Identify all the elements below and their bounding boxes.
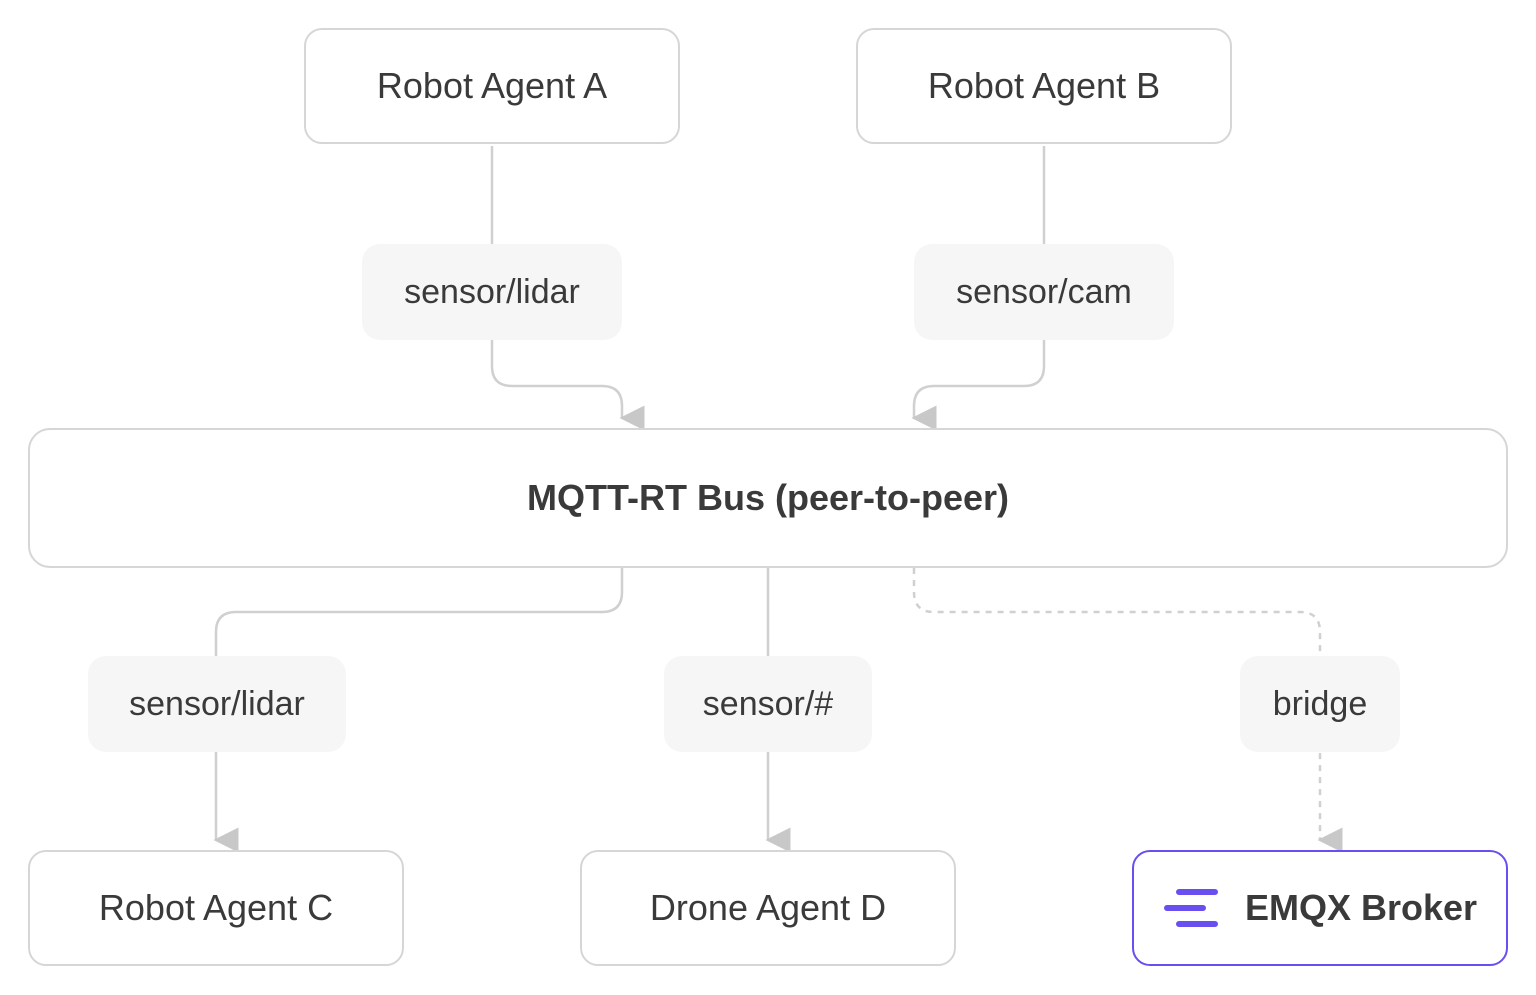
node-robot-agent-a: Robot Agent A: [304, 28, 680, 144]
emqx-logo-icon: [1163, 889, 1218, 927]
node-drone-agent-d: Drone Agent D: [580, 850, 956, 966]
node-robot-agent-b: Robot Agent B: [856, 28, 1232, 144]
node-label: Robot Agent C: [98, 887, 334, 928]
edge-label-text: sensor/lidar: [404, 272, 580, 311]
edge-label-agent-c-topic: sensor/lidar: [88, 656, 346, 752]
node-label: Robot Agent A: [376, 65, 608, 106]
node-label: Drone Agent D: [649, 887, 887, 928]
node-mqtt-rt-bus: MQTT-RT Bus (peer-to-peer): [28, 428, 1508, 568]
node-label: MQTT-RT Bus (peer-to-peer): [527, 477, 1009, 518]
edge-label-drone-d-topic: sensor/#: [664, 656, 872, 752]
node-label: Robot Agent B: [927, 65, 1161, 106]
edge-label-text: sensor/#: [702, 684, 834, 723]
edge-agent-b-to-bus: [911, 146, 1046, 431]
edge-label-agent-a-topic: sensor/lidar: [362, 244, 622, 340]
edge-agent-a-to-bus: [490, 146, 645, 431]
edge-bus-to-agent-c: [213, 568, 624, 853]
edge-label-bridge: bridge: [1240, 656, 1400, 752]
edge-bus-to-broker: [912, 568, 1343, 853]
edge-label-agent-b-topic: sensor/cam: [914, 244, 1174, 340]
edge-label-text: sensor/cam: [956, 272, 1132, 311]
node-label: EMQX Broker: [1244, 887, 1478, 928]
edge-label-text: bridge: [1272, 684, 1368, 723]
edge-label-text: sensor/lidar: [129, 684, 305, 723]
node-emqx-broker: EMQX Broker: [1132, 850, 1508, 966]
node-robot-agent-c: Robot Agent C: [28, 850, 404, 966]
